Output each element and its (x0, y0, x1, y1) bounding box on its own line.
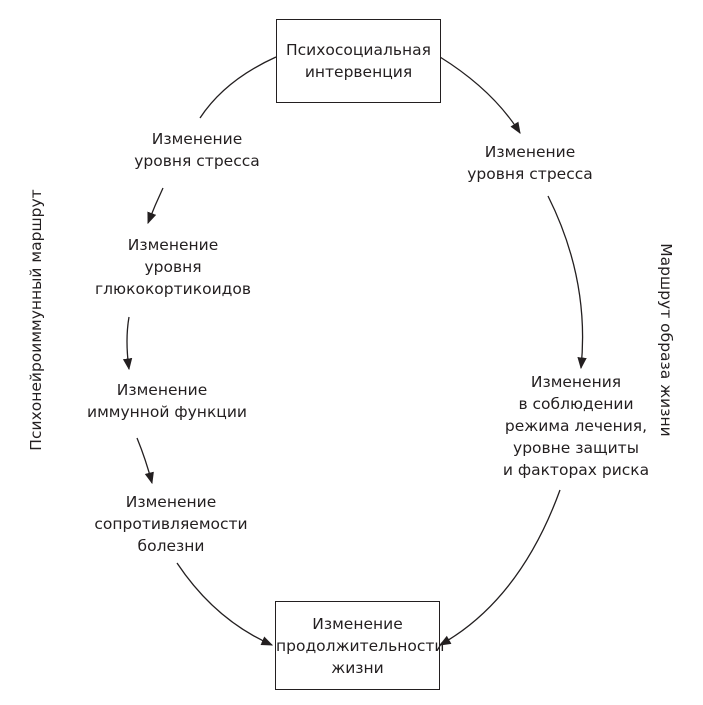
right-node-1-line-2: уровня стресса (467, 165, 593, 183)
arrow-top-to-right-stress (439, 56, 521, 134)
left-node-1-line-1: Изменение (151, 130, 243, 148)
top-box-line-2: интервенция (304, 63, 413, 81)
right-node-2-line-3: режима лечения, (504, 417, 648, 435)
bottom-box-line-3: жизни (331, 658, 384, 677)
left-node-immune-function-change: Изменение иммунной функции (87, 379, 248, 423)
arrow-compliance-to-lifespan (438, 489, 561, 646)
left-node-disease-resistance-change: Изменение сопротивляемости болезни (91, 491, 251, 557)
arrow-resistance-to-lifespan (176, 562, 274, 646)
right-node-lifestyle-changes: Изменения в соблюдении режима лечения, у… (496, 371, 656, 481)
right-node-2-line-2: в соблюдении (518, 395, 634, 413)
bottom-box-lifespan-change: Изменение продолжительности жизни (275, 601, 445, 690)
left-node-glucocorticoids-change: Изменение уровня глюкокортикоидов (88, 234, 258, 300)
left-node-4-line-3: болезни (137, 537, 205, 555)
bottom-box-line-1: Изменение (312, 614, 403, 633)
arrow-left-stress-to-glucocorticoids (147, 187, 164, 225)
right-node-1-line-1: Изменение (484, 143, 576, 161)
left-node-3-line-2: иммунной функции (87, 403, 248, 421)
left-node-4-line-2: сопротивляемости (94, 515, 248, 533)
right-node-2-line-4: уровне защиты (513, 439, 639, 457)
left-node-1-line-2: уровня стресса (134, 152, 260, 170)
arrow-glucocorticoids-to-immune (122, 316, 133, 371)
right-node-stress-change: Изменение уровня стресса (460, 141, 600, 185)
arrow-top-to-left-stress (199, 56, 277, 119)
left-node-2-line-3: глюкокортикоидов (95, 280, 251, 298)
right-node-2-line-5: и факторах риска (502, 461, 650, 479)
arrow-right-stress-to-compliance (547, 195, 587, 370)
right-node-2-line-1: Изменения (530, 373, 622, 391)
left-node-4-line-1: Изменение (125, 493, 217, 511)
lifestyle-route-label: Маршрут образа жизни (657, 243, 675, 437)
left-node-stress-change: Изменение уровня стресса (127, 128, 267, 172)
arrow-immune-to-resistance (136, 437, 154, 485)
top-box-psychosocial-intervention: Психосоциальная интервенция (276, 19, 441, 103)
psychoneuroimmune-route-label: Психонейроиммунный маршрут (27, 189, 45, 451)
top-box-line-1: Психосоциальная (285, 41, 432, 59)
left-node-2-line-1: Изменение (127, 236, 219, 254)
left-node-3-line-1: Изменение (116, 381, 208, 399)
bottom-box-line-2: продолжительности (276, 636, 445, 655)
left-node-2-line-2: уровня (144, 258, 202, 276)
